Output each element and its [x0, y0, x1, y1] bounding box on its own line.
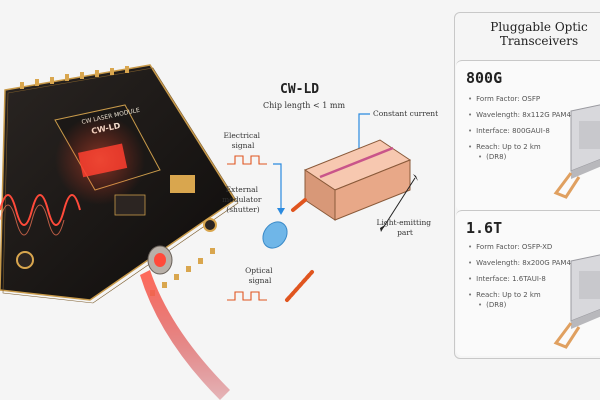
panel-title-line1: Pluggable Optic: [490, 20, 588, 34]
spec-interface: Interface: 800GAUI-8: [468, 127, 550, 136]
optical-signal-label: Optical signal: [245, 266, 275, 285]
transceiver-card-1-6t: 1.6T Form Factor: OSFP-XD Wavelength: 8x…: [456, 210, 600, 356]
cw-laser-module-illustration: CW LASER MODULE CW-LD: [0, 64, 239, 400]
optical-fiber: [140, 270, 230, 400]
light-emitting-label: Light-emitting part: [377, 218, 434, 237]
spec-wavelength: Wavelength: 8x112G PAM4: [468, 111, 571, 120]
spec-form-factor: Form Factor: OSFP-XD: [468, 243, 552, 252]
spec-interface: Interface: 1.6TAUI-8: [468, 275, 546, 284]
spec-reach: Reach: Up to 2 km: [468, 291, 541, 300]
optical-signal-wave: [227, 291, 267, 301]
panel-title-line2: Transceivers: [499, 34, 579, 48]
spec-form-factor: Form Factor: OSFP: [468, 95, 540, 104]
diagram-subtitle: Chip length < 1 mm: [263, 101, 345, 110]
diagram-title: CW-LD: [280, 82, 319, 97]
laser-output-beam: [291, 198, 307, 212]
constant-current-label: Constant current: [373, 109, 438, 118]
card-title: 1.6T: [466, 219, 503, 237]
spec-reach-detail: (DR8): [468, 153, 506, 162]
cw-ld-diagram: CW-LD Chip length < 1 mm Constant curren…: [222, 82, 438, 302]
transceiver-1-6t-image: [553, 254, 600, 349]
transceivers-panel-header: Pluggable Optic Transceivers: [456, 12, 600, 52]
electrical-signal-wave: [227, 155, 267, 165]
spec-reach-detail: (DR8): [468, 301, 506, 310]
spec-wavelength: Wavelength: 8x200G PAM4: [468, 259, 571, 268]
electrical-signal-label: Electrical signal: [224, 131, 263, 150]
optical-pulse-train: [285, 270, 314, 302]
spec-reach: Reach: Up to 2 km: [468, 143, 541, 152]
signal-waveform: [0, 194, 81, 226]
modulator-shutter: [262, 221, 288, 249]
external-modulator-label: External modulator (shutter): [222, 185, 264, 214]
card-title: 800G: [466, 69, 503, 87]
transceiver-card-800g: 800G Form Factor: OSFP Wavelength: 8x112…: [456, 60, 600, 211]
transceiver-800g-image: [553, 104, 600, 199]
